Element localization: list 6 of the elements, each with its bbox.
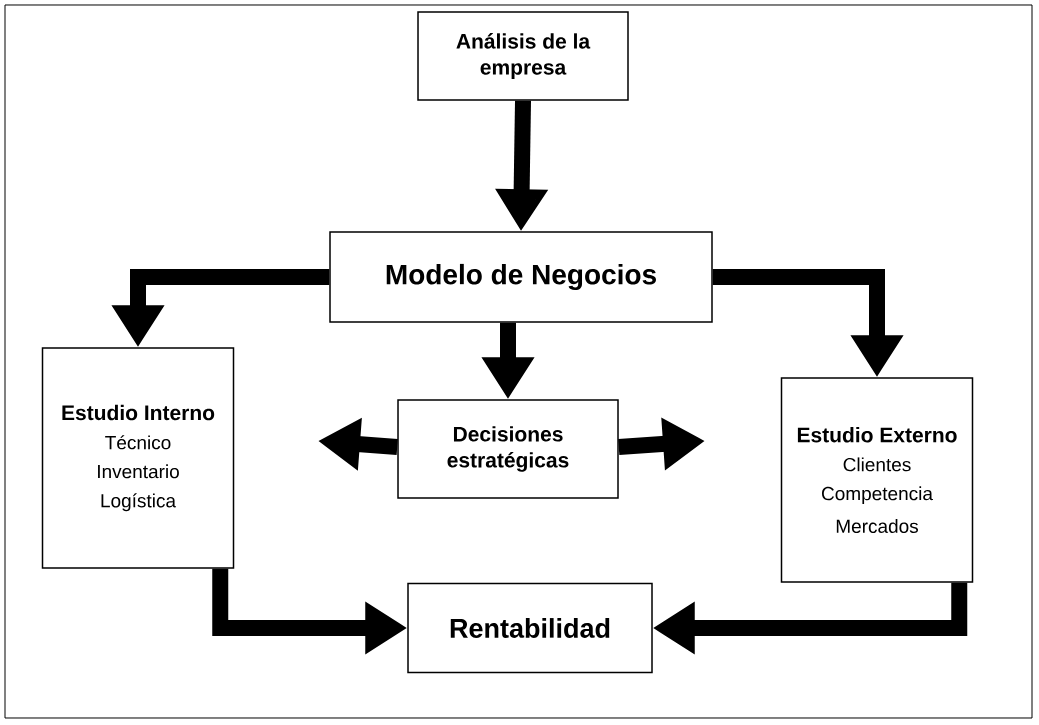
- process-box: Rentabilidad: [407, 582, 653, 674]
- process-box: Decisiones estratégicas: [397, 399, 619, 499]
- process-box: Modelo de Negocios: [329, 231, 713, 323]
- process-box: Estudio Interno Técnico Inventario Logística: [41, 347, 235, 569]
- process-box: Estudio Externo Clientes Competencia Mercados: [780, 377, 974, 583]
- process-box: Análisis de la empresa: [417, 11, 629, 101]
